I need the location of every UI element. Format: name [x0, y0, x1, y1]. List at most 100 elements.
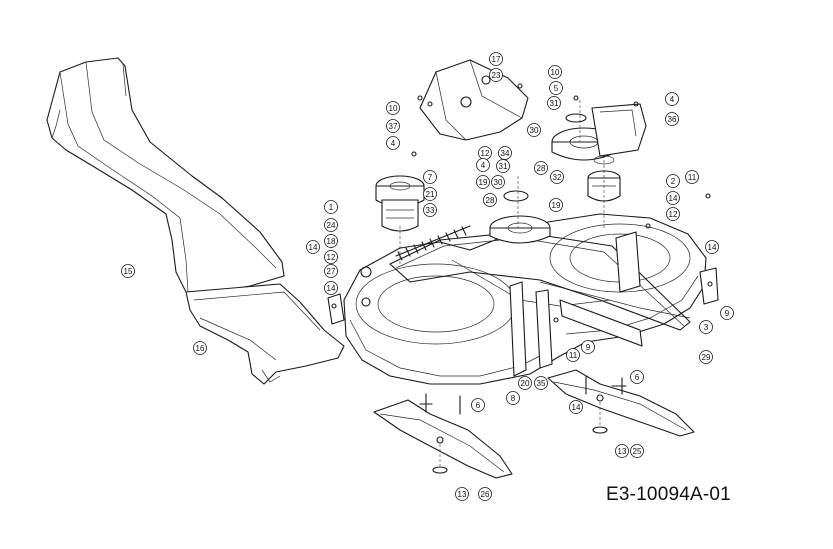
part-callout: 28	[483, 193, 497, 207]
callout-circle	[476, 175, 490, 189]
part-callout: 13	[455, 487, 469, 501]
callout-circle	[548, 65, 562, 79]
part-callout: 20	[518, 376, 532, 390]
part-callout: 15	[121, 264, 135, 278]
left-spindle-pulley	[375, 175, 425, 264]
callout-circle	[534, 376, 548, 390]
callout-circle	[665, 112, 679, 126]
part-callout: 4	[386, 136, 400, 150]
part-callout: 14	[324, 281, 338, 295]
left-blade	[373, 399, 513, 479]
callout-circle	[685, 170, 699, 184]
part-callout: 25	[630, 444, 644, 458]
part-callout: 27	[324, 264, 338, 278]
callout-number: 14	[708, 243, 717, 252]
callout-circle	[699, 350, 713, 364]
side-mount-plates	[327, 267, 719, 325]
callout-number: 23	[492, 71, 501, 80]
callout-number: 36	[668, 115, 677, 124]
part-callout: 11	[685, 170, 699, 184]
callout-number: 5	[554, 84, 559, 93]
callout-number: 34	[501, 149, 510, 158]
callout-number: 13	[618, 447, 627, 456]
part-callout: 18	[324, 234, 338, 248]
drawing-code: E3-10094A-01	[606, 484, 731, 505]
callout-circle	[549, 198, 563, 212]
callout-circle	[423, 187, 437, 201]
callout-number: 28	[486, 196, 495, 205]
callout-circle	[324, 200, 338, 214]
part-callout: 19	[549, 198, 563, 212]
discharge-chute	[46, 57, 285, 293]
part-callout: 10	[548, 65, 562, 79]
callout-number: 14	[309, 243, 318, 252]
callout-number: 30	[530, 126, 539, 135]
chute-deflector	[185, 283, 345, 385]
callout-circle	[324, 264, 338, 278]
callout-number: 17	[492, 55, 501, 64]
callout-number: 20	[521, 379, 530, 388]
callout-circle	[630, 444, 644, 458]
callout-number: 10	[551, 68, 560, 77]
part-callout: 1	[324, 200, 338, 214]
callout-circle	[386, 101, 400, 115]
callout-number: 27	[327, 267, 336, 276]
callout-circle	[506, 391, 520, 405]
part-callout: 17	[489, 52, 503, 66]
part-callout: 33	[423, 203, 437, 217]
part-callout: 31	[547, 96, 561, 110]
callout-circle	[476, 158, 490, 172]
callout-number: 21	[426, 190, 435, 199]
part-callout: 31	[496, 159, 510, 173]
callout-number: 4	[481, 161, 486, 170]
callout-circle	[630, 370, 644, 384]
right-blade	[547, 369, 695, 437]
callout-circle	[547, 96, 561, 110]
part-callout: 36	[665, 112, 679, 126]
callout-circle	[324, 234, 338, 248]
callout-number: 19	[552, 201, 561, 210]
right-spindle	[587, 150, 621, 230]
callout-number: 12	[481, 149, 490, 158]
part-callout: 14	[705, 240, 719, 254]
callout-circle	[386, 136, 400, 150]
part-callout: 8	[506, 391, 520, 405]
part-callout: 30	[527, 123, 541, 137]
callout-circle	[496, 159, 510, 173]
callout-number: 31	[550, 99, 559, 108]
callout-number: 29	[702, 353, 711, 362]
callout-circle	[581, 340, 595, 354]
callout-number: 16	[196, 344, 205, 353]
callout-circle	[483, 193, 497, 207]
callout-circle	[386, 119, 400, 133]
callout-number: 35	[537, 379, 546, 388]
callout-number: 9	[586, 343, 591, 352]
part-callout: 32	[550, 170, 564, 184]
part-callout: 11	[566, 348, 580, 362]
callout-circle	[666, 174, 680, 188]
part-callout: 3	[699, 320, 713, 334]
part-callout: 13	[615, 444, 629, 458]
part-callout: 37	[386, 119, 400, 133]
callout-circle	[324, 281, 338, 295]
callout-number: 28	[537, 164, 546, 173]
tension-spring	[395, 225, 471, 261]
callout-number: 2	[671, 177, 676, 186]
part-callout: 4	[665, 92, 679, 106]
part-callout: 7	[423, 170, 437, 184]
part-callout: 35	[534, 376, 548, 390]
callout-number: 9	[725, 309, 730, 318]
callout-circle	[705, 240, 719, 254]
part-callout: 10	[386, 101, 400, 115]
part-callout: 4	[476, 158, 490, 172]
callout-circle	[478, 487, 492, 501]
callout-circle	[121, 264, 135, 278]
callout-number: 3	[704, 323, 709, 332]
callout-number: 12	[327, 253, 336, 262]
callout-number: 18	[327, 237, 336, 246]
callout-number: 33	[426, 206, 435, 215]
callout-circle	[534, 161, 548, 175]
part-callout: 9	[581, 340, 595, 354]
part-callout: 2	[666, 174, 680, 188]
